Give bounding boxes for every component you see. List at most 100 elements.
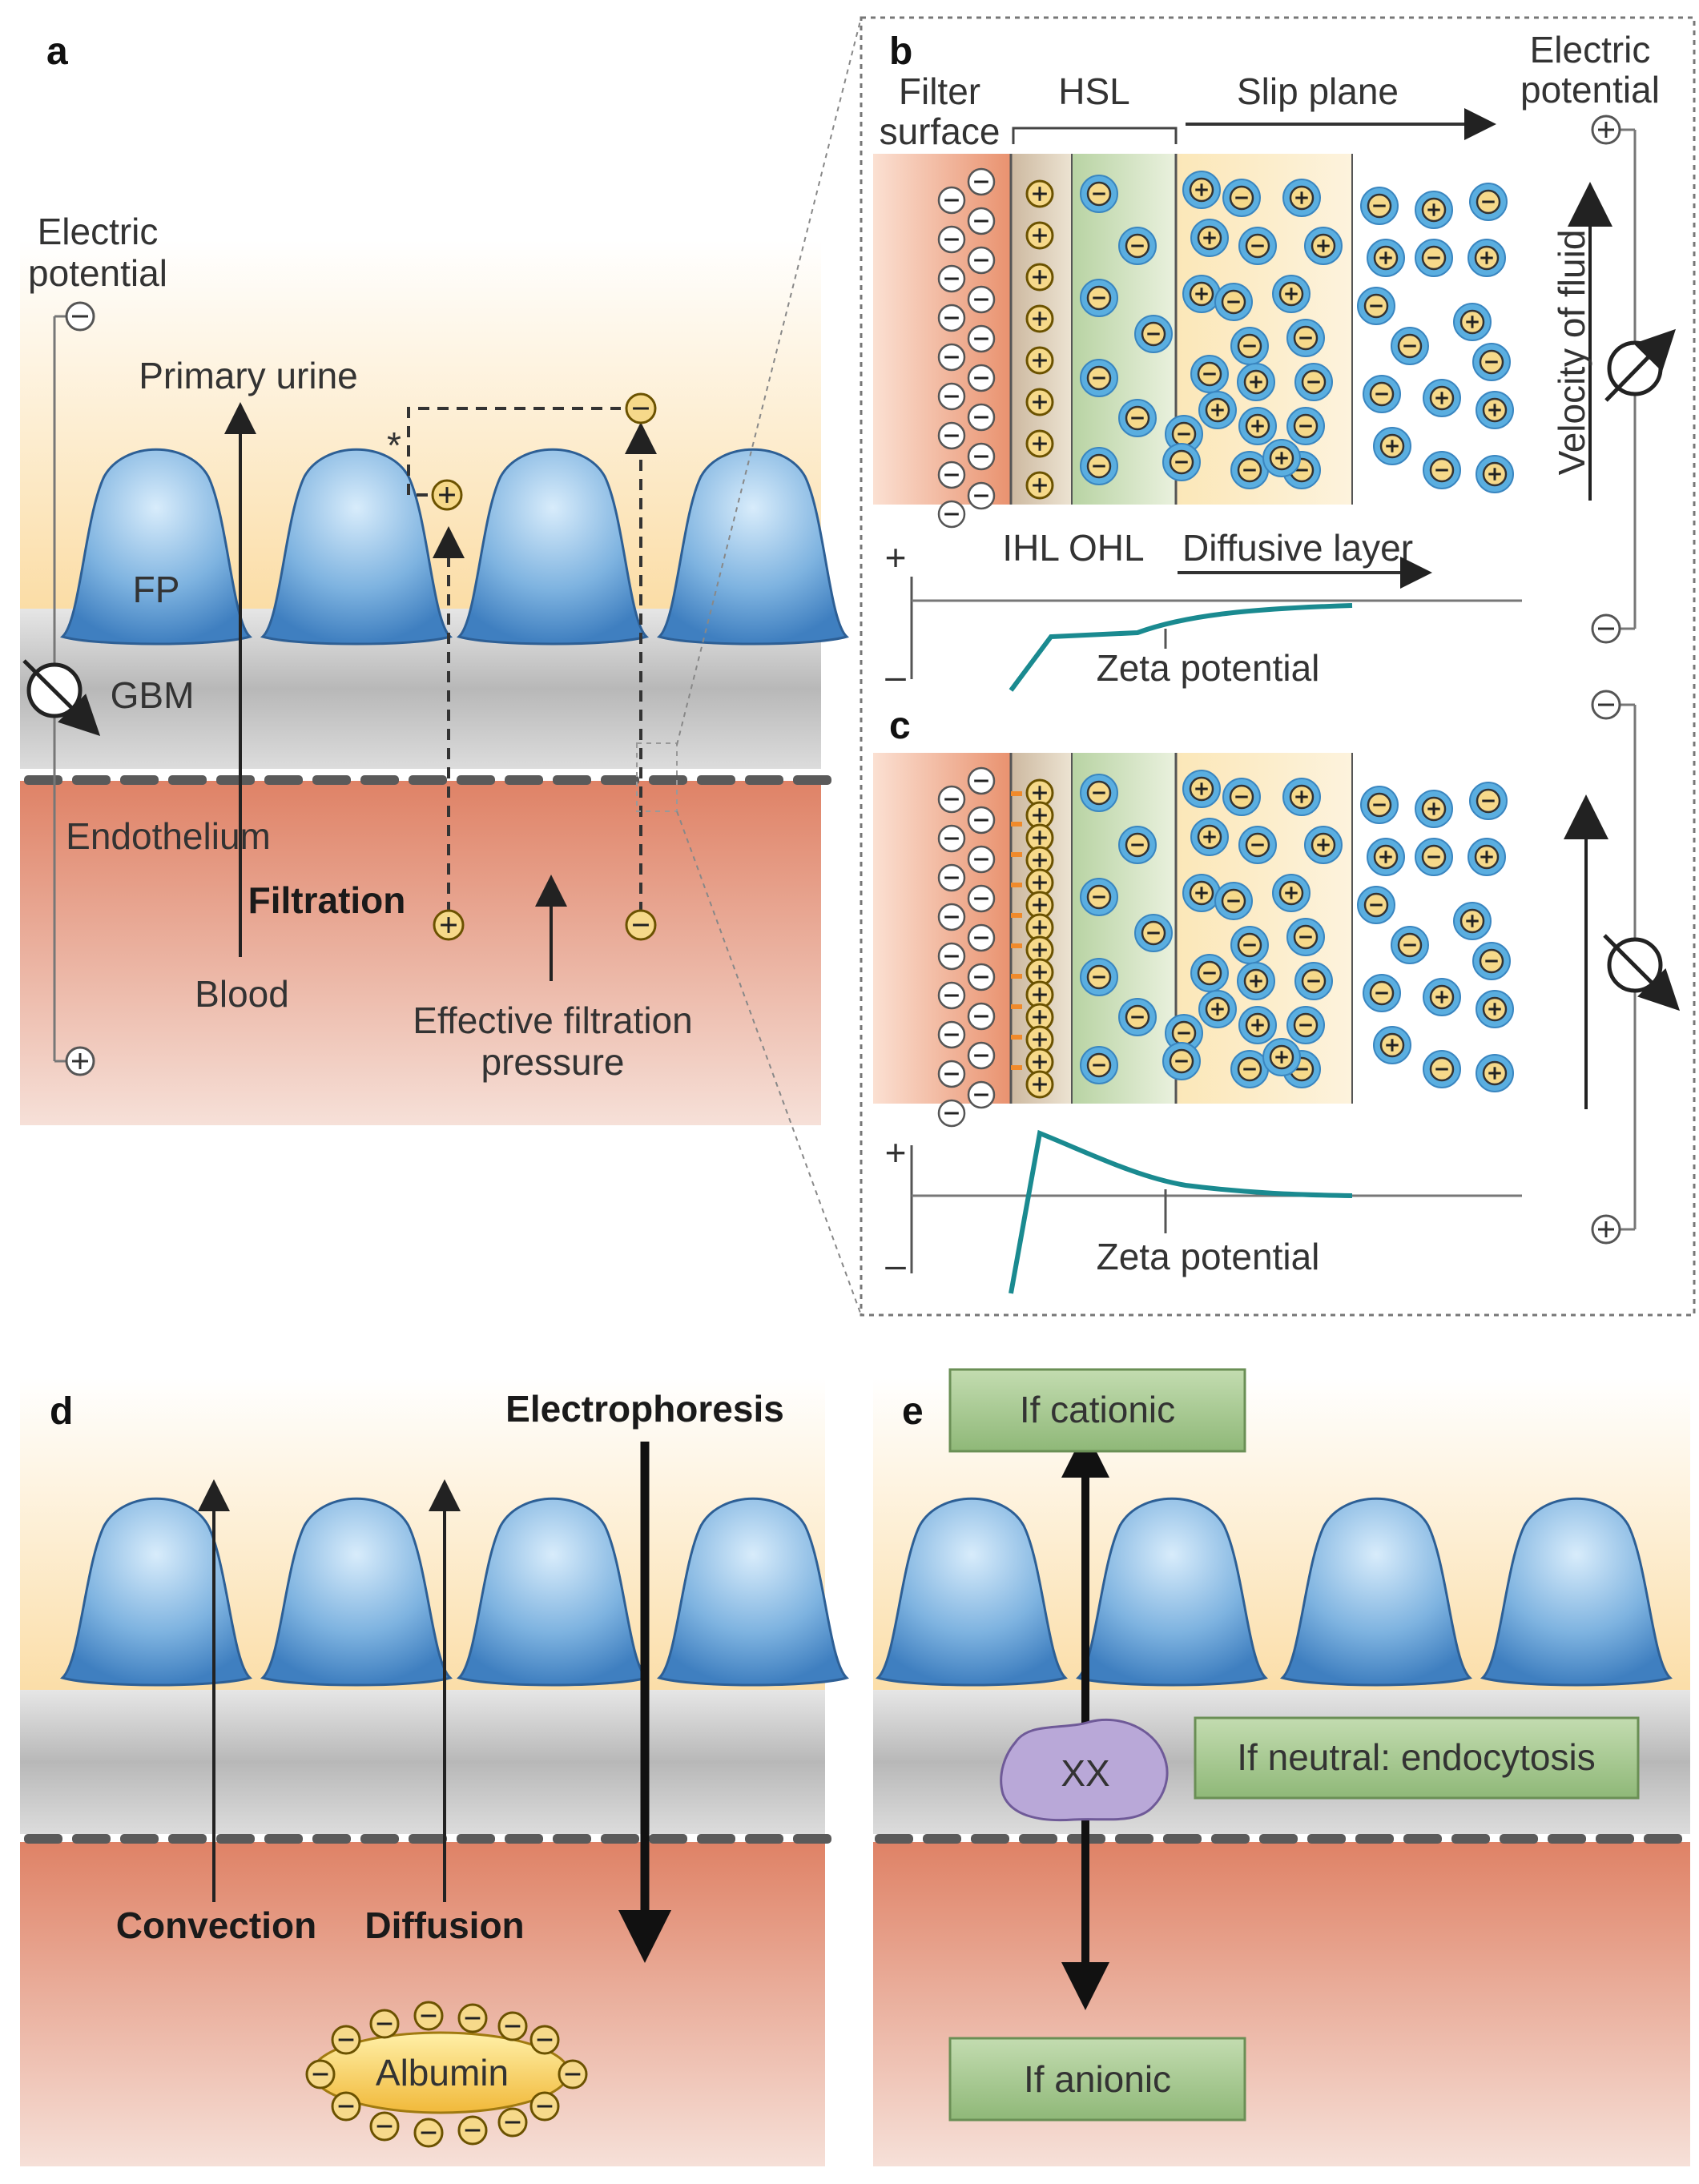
hsl-label: HSL [1058, 70, 1129, 112]
anion-icon [967, 1080, 996, 1109]
endothelial-cell [1115, 1834, 1153, 1844]
anion-icon [1214, 882, 1253, 920]
endothelial-cell [1644, 1834, 1682, 1844]
anion-icon [1423, 451, 1461, 489]
zeta-curve-c [1009, 1129, 1353, 1294]
endothelial-cell [1403, 1834, 1442, 1844]
foot-process [657, 1497, 849, 1687]
cation-icon [1423, 978, 1461, 1016]
anion-icon [937, 1020, 966, 1049]
anion-icon [1222, 778, 1261, 816]
cation-icon [1198, 391, 1237, 429]
cation-icon [1453, 303, 1492, 341]
ihl-ohl-label: IHL OHL [1002, 527, 1144, 569]
anion-icon [1415, 838, 1453, 876]
anion-icon [1363, 375, 1401, 413]
endothelial-cell [697, 775, 735, 785]
endothelium-label: Endothelium [66, 815, 271, 857]
endothelial-cell [745, 775, 783, 785]
anion-icon [967, 167, 996, 196]
ions-panel-b [937, 167, 1514, 529]
anion-icon [457, 2115, 488, 2146]
bond-mark [1011, 791, 1022, 796]
zeta-minus-b: – [885, 655, 906, 697]
endothelial-cell [793, 775, 831, 785]
cation-icon [1373, 1026, 1411, 1064]
cation-icon [1415, 790, 1453, 828]
anion-icon [1134, 914, 1173, 952]
anion-icon [1080, 878, 1118, 916]
anion-icon [369, 2009, 400, 2039]
endothelial-cell [971, 1834, 1009, 1844]
cation-icon [1025, 221, 1054, 250]
anion-icon [1415, 239, 1453, 277]
anion-icon [1165, 415, 1203, 453]
anion-icon [369, 2111, 400, 2142]
cation-icon [1476, 990, 1514, 1028]
bond-mark [1011, 822, 1022, 827]
anion-icon [1118, 399, 1157, 437]
albumin-label: Albumin [376, 2052, 509, 2094]
anion-icon [1190, 355, 1229, 393]
bond-mark [1011, 974, 1022, 979]
slip-plane-label: Slip plane [1237, 70, 1399, 112]
anion-icon [937, 863, 966, 892]
anion-icon [497, 2011, 528, 2041]
anion-icon [937, 461, 966, 489]
endothelial-cell [120, 775, 159, 785]
endothelial-cell [264, 1834, 303, 1844]
anion-icon [1472, 942, 1511, 980]
anion-icon [937, 785, 966, 814]
endothelial-cell [1500, 1834, 1538, 1844]
anion-icon [937, 343, 966, 372]
if-cationic-label: If cationic [1020, 1389, 1175, 1430]
anion-icon [457, 2003, 488, 2033]
endothelial-cell [553, 1834, 591, 1844]
endothelial-cell [1355, 1834, 1394, 1844]
cation-icon [1237, 363, 1275, 401]
foot-process [876, 1497, 1068, 1687]
if-cationic-box [948, 1368, 1246, 1453]
anion-icon [529, 2091, 560, 2122]
cation-icon [1238, 407, 1277, 445]
foot-process [60, 1497, 252, 1687]
podocyte-foot-processes [60, 448, 849, 646]
foot-process [1076, 1497, 1268, 1687]
cation-icon [1262, 439, 1301, 477]
cation-icon [1198, 990, 1237, 1028]
cation-icon [1282, 179, 1321, 217]
diffusive-layer [1176, 154, 1352, 505]
anion-icon [937, 500, 966, 529]
anion-icon [937, 264, 966, 293]
endothelial-cell [216, 775, 255, 785]
cation-icon [1367, 838, 1405, 876]
cation-icon [1476, 1054, 1514, 1092]
endothelial-cell [875, 1834, 913, 1844]
endothelial-cell [72, 1834, 111, 1844]
endothelial-cell [168, 1834, 207, 1844]
anion-icon [937, 824, 966, 853]
xx-label: XX [1061, 1752, 1109, 1794]
anion-icon [967, 207, 996, 235]
anion-icon [967, 1002, 996, 1031]
filtration-label: Filtration [248, 879, 406, 921]
anion-icon [529, 2025, 560, 2055]
zeta-plus-b: + [885, 537, 907, 578]
anion-icon [625, 392, 657, 424]
anion-icon [937, 186, 966, 215]
cation-icon [1025, 388, 1054, 416]
anion-icon [1222, 179, 1261, 217]
anion-icon [1357, 886, 1395, 924]
cation-icon [1025, 1070, 1054, 1099]
if-neutral-label: If neutral: endocytosis [1237, 1736, 1595, 1778]
endothelial-cell [505, 775, 543, 785]
cation-icon [1304, 227, 1343, 265]
anion-icon [1286, 407, 1325, 445]
minus-terminal-icon [1591, 613, 1621, 644]
primary-urine-label: Primary urine [139, 355, 358, 396]
